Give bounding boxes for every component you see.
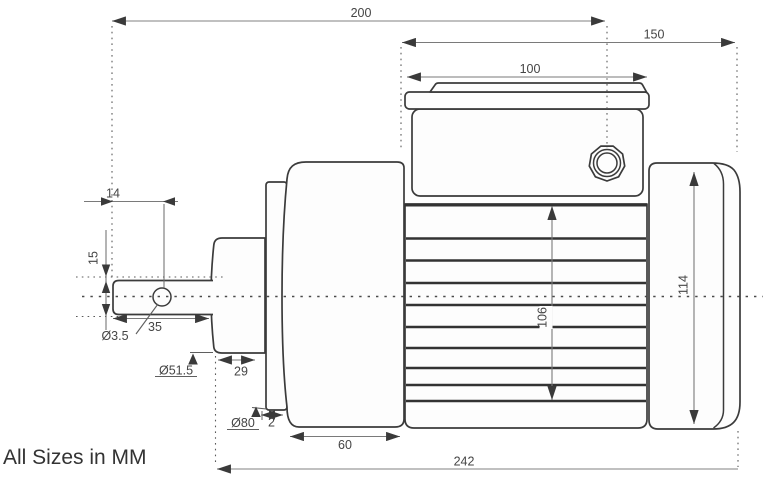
shaft-hole xyxy=(152,287,172,307)
dim-label-14: 14 xyxy=(106,187,120,201)
dimension-lines xyxy=(84,16,738,474)
dim-label-dia-80: Ø80 xyxy=(231,416,255,430)
cooling-fins xyxy=(406,237,646,403)
leader-dia-51-5-arrow xyxy=(188,353,198,365)
dim-label-2: 2 xyxy=(268,416,275,430)
dim-14-arrow-left xyxy=(101,197,113,206)
centerlines xyxy=(76,276,763,318)
dimension-labels: 200 150 100 14 35 Ø3.5 Ø51.5 29 Ø80 2 60… xyxy=(87,6,691,469)
fan-cover-inner-edge xyxy=(713,162,725,429)
dim-label-60: 60 xyxy=(338,438,352,452)
terminal-box-lid xyxy=(404,91,650,110)
front-bearing-boss xyxy=(210,237,266,354)
dim-label-15: 15 xyxy=(87,251,101,265)
cable-gland-ring-outer xyxy=(592,148,622,178)
dim-label-35: 35 xyxy=(148,320,162,334)
motor-outline xyxy=(112,82,741,430)
front-housing xyxy=(281,161,405,428)
dim-label-150: 150 xyxy=(644,28,665,42)
dim-15-arrow-bottom xyxy=(101,304,111,316)
extension-lines xyxy=(105,26,739,467)
dim-label-dia-51-5: Ø51.5 xyxy=(159,364,193,378)
cable-gland-ring-inner xyxy=(596,152,618,174)
units-note: All Sizes in MM xyxy=(3,446,147,469)
dim-label-200: 200 xyxy=(351,6,372,20)
dim-label-242: 242 xyxy=(454,455,475,469)
dim-label-dia-3-5: Ø3.5 xyxy=(101,329,128,343)
dim-label-106: 106 xyxy=(536,307,550,328)
dim-106-label-halo xyxy=(539,306,553,329)
leader-dia-3-5 xyxy=(135,303,159,335)
dim-15-arrow-mid xyxy=(101,281,111,293)
dim-label-29: 29 xyxy=(234,365,248,379)
dim-15-arrow-top xyxy=(101,264,111,277)
dim-label-100: 100 xyxy=(520,62,541,76)
leader-dia-80-landing xyxy=(251,406,267,410)
dim-14-arrow-right xyxy=(163,197,175,206)
dim-label-114: 114 xyxy=(677,275,691,295)
shaft xyxy=(112,279,213,316)
terminal-box-lid-top xyxy=(429,82,648,93)
cable-gland xyxy=(588,145,626,182)
leader-dia-80-arrow xyxy=(251,406,261,417)
